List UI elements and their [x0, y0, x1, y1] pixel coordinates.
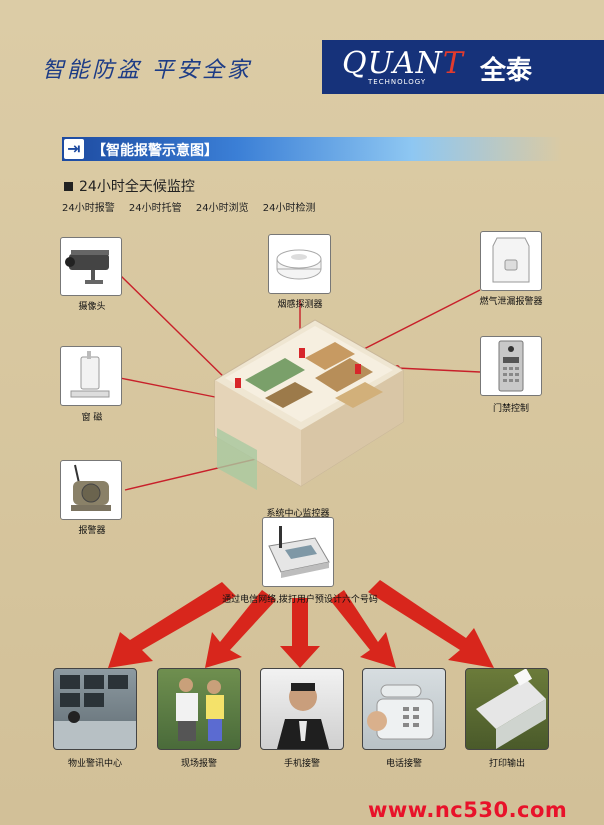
brand-banner: QUANT TECHNOLOGY 全泰	[322, 40, 604, 94]
gas-detector-icon	[492, 237, 530, 283]
website-url[interactable]: www.nc530.com	[368, 798, 568, 822]
brand-tagline: TECHNOLOGY	[368, 78, 427, 86]
feature-item: 24小时报警	[62, 203, 115, 214]
system-controller-label: 系统中心监控器	[266, 509, 330, 519]
output-label-phone-alert: 电话接警	[385, 759, 423, 769]
feature-item: 24小时浏览	[195, 203, 249, 214]
output-label-property-center: 物业警讯中心	[67, 759, 123, 769]
camera-card	[60, 237, 122, 296]
camera-icon	[65, 250, 109, 284]
access-control-label: 门禁控制	[492, 404, 530, 414]
subheading: 24小时全天候监控	[64, 176, 195, 196]
feature-item: 24小时检测	[262, 203, 316, 214]
feature-list: 24小时报警 24小时托管 24小时浏览 24小时检测	[62, 199, 327, 214]
people-running-photo-icon	[176, 678, 224, 741]
intercom-panel-icon	[498, 340, 524, 392]
dial-note: 通过电信网络,拨打用户预设计六个号码	[222, 595, 378, 605]
man-on-phone-photo-icon	[277, 683, 329, 749]
arrow-to-mobile-icon	[280, 598, 320, 668]
alarm-unit-card	[60, 460, 122, 520]
smoke-detector-label: 烟感探测器	[277, 300, 323, 310]
monitoring-room-photo-icon	[54, 675, 136, 749]
smoke-detector-icon	[276, 249, 322, 280]
gas-detector-label: 燃气泄漏报警器	[479, 297, 543, 307]
gas-detector-card	[480, 231, 542, 291]
phone-alert-card	[362, 668, 446, 750]
window-sensor-icon	[70, 351, 110, 398]
connector-line-access-control	[396, 367, 481, 373]
controller-keypad-icon	[268, 526, 330, 578]
alarm-unit-label: 报警器	[78, 526, 106, 536]
access-control-card	[480, 336, 542, 396]
connector-line-camera	[119, 274, 233, 386]
arrow-to-phone-icon	[330, 590, 396, 668]
slogan: 智能防盗 平安全家	[42, 58, 252, 83]
brand-logo-chinese: 全泰	[480, 56, 533, 86]
feature-item: 24小时托管	[128, 203, 182, 214]
arrow-to-property-center-icon	[108, 582, 236, 668]
system-controller-card	[262, 517, 334, 587]
onsite-alarm-card	[157, 668, 241, 750]
output-label-mobile-alert: 手机接警	[283, 759, 321, 769]
connector-line-window-sensor	[119, 377, 221, 399]
mobile-alert-card	[260, 668, 344, 750]
output-label-print-output: 打印输出	[488, 759, 526, 769]
house-floorplan-illustration	[214, 319, 404, 490]
connector-line-gas-detector	[361, 289, 481, 351]
camera-label: 摄像头	[78, 302, 106, 312]
arrow-into-box-icon: ⇥	[64, 139, 84, 159]
brand-logo-latin: QUANT	[342, 46, 464, 81]
window-sensor-label: 窗 磁	[81, 413, 103, 423]
telephone-photo-icon	[367, 684, 434, 740]
section-title: 【智能报警示意图】	[92, 143, 218, 159]
window-sensor-card	[60, 346, 122, 406]
arrow-to-print-icon	[368, 580, 494, 668]
output-label-onsite-alarm: 现场报警	[180, 759, 218, 769]
section-title-bar: ⇥ 【智能报警示意图】	[62, 137, 562, 161]
square-bullet-icon	[64, 182, 73, 191]
fax-printout-photo-icon	[476, 669, 546, 749]
arrow-to-onsite-icon	[205, 590, 276, 668]
alarm-unit-icon	[71, 464, 111, 511]
print-output-card	[465, 668, 549, 750]
smoke-detector-card	[268, 234, 331, 294]
property-center-card	[53, 668, 137, 750]
